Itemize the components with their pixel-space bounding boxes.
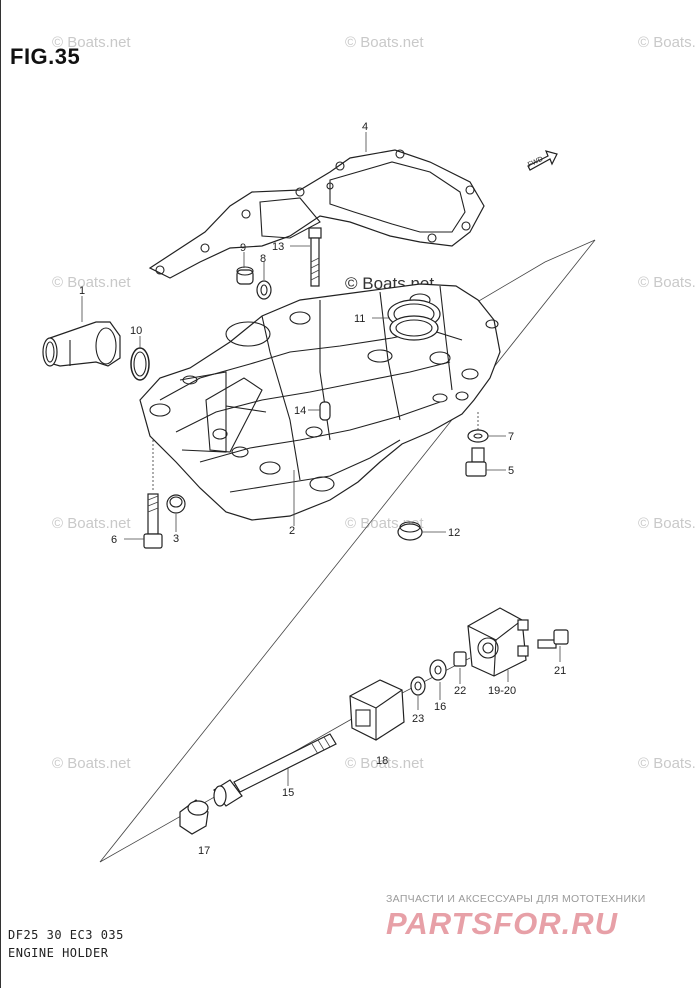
o-ring-part-10 [130, 347, 150, 381]
part-label-22: 22 [454, 685, 466, 697]
part-label-4: 4 [362, 121, 368, 133]
part-label-1: 1 [79, 285, 85, 297]
watermark: © Boats.net [638, 34, 695, 51]
part-label-15: 15 [282, 787, 294, 799]
bolt-part-6 [143, 493, 163, 549]
collar-part-3 [166, 494, 186, 514]
part-label-21: 21 [554, 665, 566, 677]
part-label-13: 13 [272, 241, 284, 253]
washer-part-7 [467, 429, 489, 443]
part-label-19-20: 19-20 [488, 685, 516, 697]
part-label-2: 2 [289, 525, 295, 537]
page-border [0, 0, 1, 988]
part-label-9: 9 [240, 242, 246, 254]
shop-tagline: ЗАПЧАСТИ И АКСЕССУАРЫ ДЛЯ МОТОТЕХНИКИ [386, 893, 646, 905]
section-line [99, 239, 596, 863]
dowel-pin-part-14 [319, 401, 331, 421]
part-label-8: 8 [260, 253, 266, 265]
nut-part-22 [453, 651, 467, 667]
rubber-mount-part-18 [349, 679, 405, 741]
water-pipe-part-1 [42, 321, 121, 367]
engine-holder-part-2 [139, 283, 501, 521]
watermark: © Boats.net [52, 755, 131, 772]
mount-part-19-20 [467, 607, 529, 677]
bolt-part-5 [465, 447, 487, 477]
part-label-11: 11 [354, 313, 365, 325]
part-label-6: 6 [111, 534, 117, 546]
section-line [449, 239, 596, 319]
washer-part-8 [256, 280, 272, 300]
shop-logo: PARTSFOR.RU [386, 906, 619, 941]
part-label-16: 16 [434, 701, 446, 713]
figure-title: FIG.35 [10, 44, 81, 69]
fwd-arrow-icon: FWD [527, 150, 558, 171]
diagram-caption: ENGINE HOLDER [8, 946, 109, 960]
spacer-part-12 [397, 521, 423, 541]
bolt-part-21 [537, 629, 569, 649]
watermark: © Boats.net [52, 515, 131, 532]
part-label-10: 10 [130, 325, 142, 337]
part-labels: 1 2 3 4 5 6 7 8 9 10 11 12 13 14 15 16 1… [79, 121, 566, 857]
washer-part-16 [429, 659, 447, 681]
part-label-17: 17 [198, 845, 210, 857]
watermark: © Boats.net [52, 34, 131, 51]
watermark: © Boats.net [345, 755, 424, 772]
watermark: © Boats.net [52, 274, 131, 291]
part-label-14: 14 [294, 405, 306, 417]
watermark: © Boats.net [638, 755, 695, 772]
bolt-part-13 [308, 227, 322, 287]
watermark: © Boats.net [345, 34, 424, 51]
drawing-code: DF25 30 EC3 035 [8, 928, 124, 942]
collar-part-9 [236, 266, 254, 285]
part-label-3: 3 [173, 533, 179, 545]
part-label-5: 5 [508, 465, 514, 477]
cap-part-17 [179, 799, 209, 835]
part-label-18: 18 [376, 755, 388, 767]
watermark: © Boats.net [638, 515, 695, 532]
washer-part-23 [410, 676, 426, 696]
part-label-12: 12 [448, 527, 460, 539]
watermark: © Boats.net [638, 274, 695, 291]
gasket-part-4 [148, 149, 485, 279]
long-bolt-part-15 [213, 733, 337, 807]
seal-part-11 [387, 299, 441, 341]
part-label-7: 7 [508, 431, 514, 443]
part-label-23: 23 [412, 713, 424, 725]
